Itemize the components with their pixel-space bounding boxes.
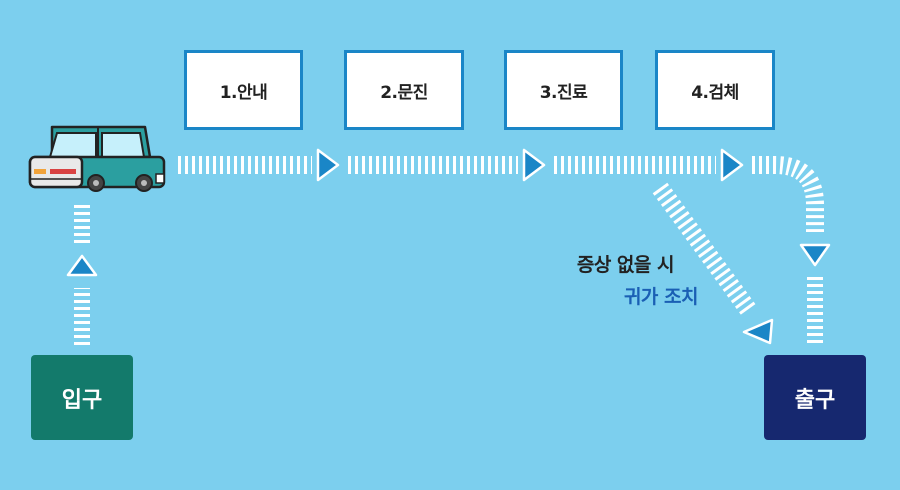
step-label: 3.진료 — [539, 82, 588, 103]
branch-note-line1: 증상 없을 시 — [576, 254, 675, 276]
step-box-questionnaire: 2.문진 — [344, 50, 464, 130]
main-path — [178, 148, 831, 345]
step-label: 1.안내 — [219, 82, 268, 103]
exit-box: 출구 — [764, 355, 866, 440]
step-label: 4.검체 — [691, 82, 739, 103]
exit-label: 출구 — [794, 387, 836, 413]
right-arrow-icon — [720, 148, 744, 182]
entrance-path — [66, 203, 98, 345]
right-arrow-icon — [316, 148, 340, 182]
step-box-consultation: 3.진료 — [504, 50, 623, 130]
step-box-specimen: 4.검체 — [655, 50, 775, 130]
step-label: 2.문진 — [380, 82, 428, 103]
up-arrow-icon — [66, 254, 98, 277]
entrance-label: 입구 — [61, 387, 103, 413]
car-icon — [28, 125, 166, 192]
branch-path — [652, 182, 774, 345]
entrance-box: 입구 — [31, 355, 133, 440]
down-arrow-icon — [799, 243, 831, 267]
diagonal-arrow-icon — [742, 318, 774, 345]
branch-note-line2: 귀가 조치 — [623, 286, 699, 308]
step-box-guidance: 1.안내 — [184, 50, 303, 130]
right-arrow-icon — [522, 148, 546, 182]
